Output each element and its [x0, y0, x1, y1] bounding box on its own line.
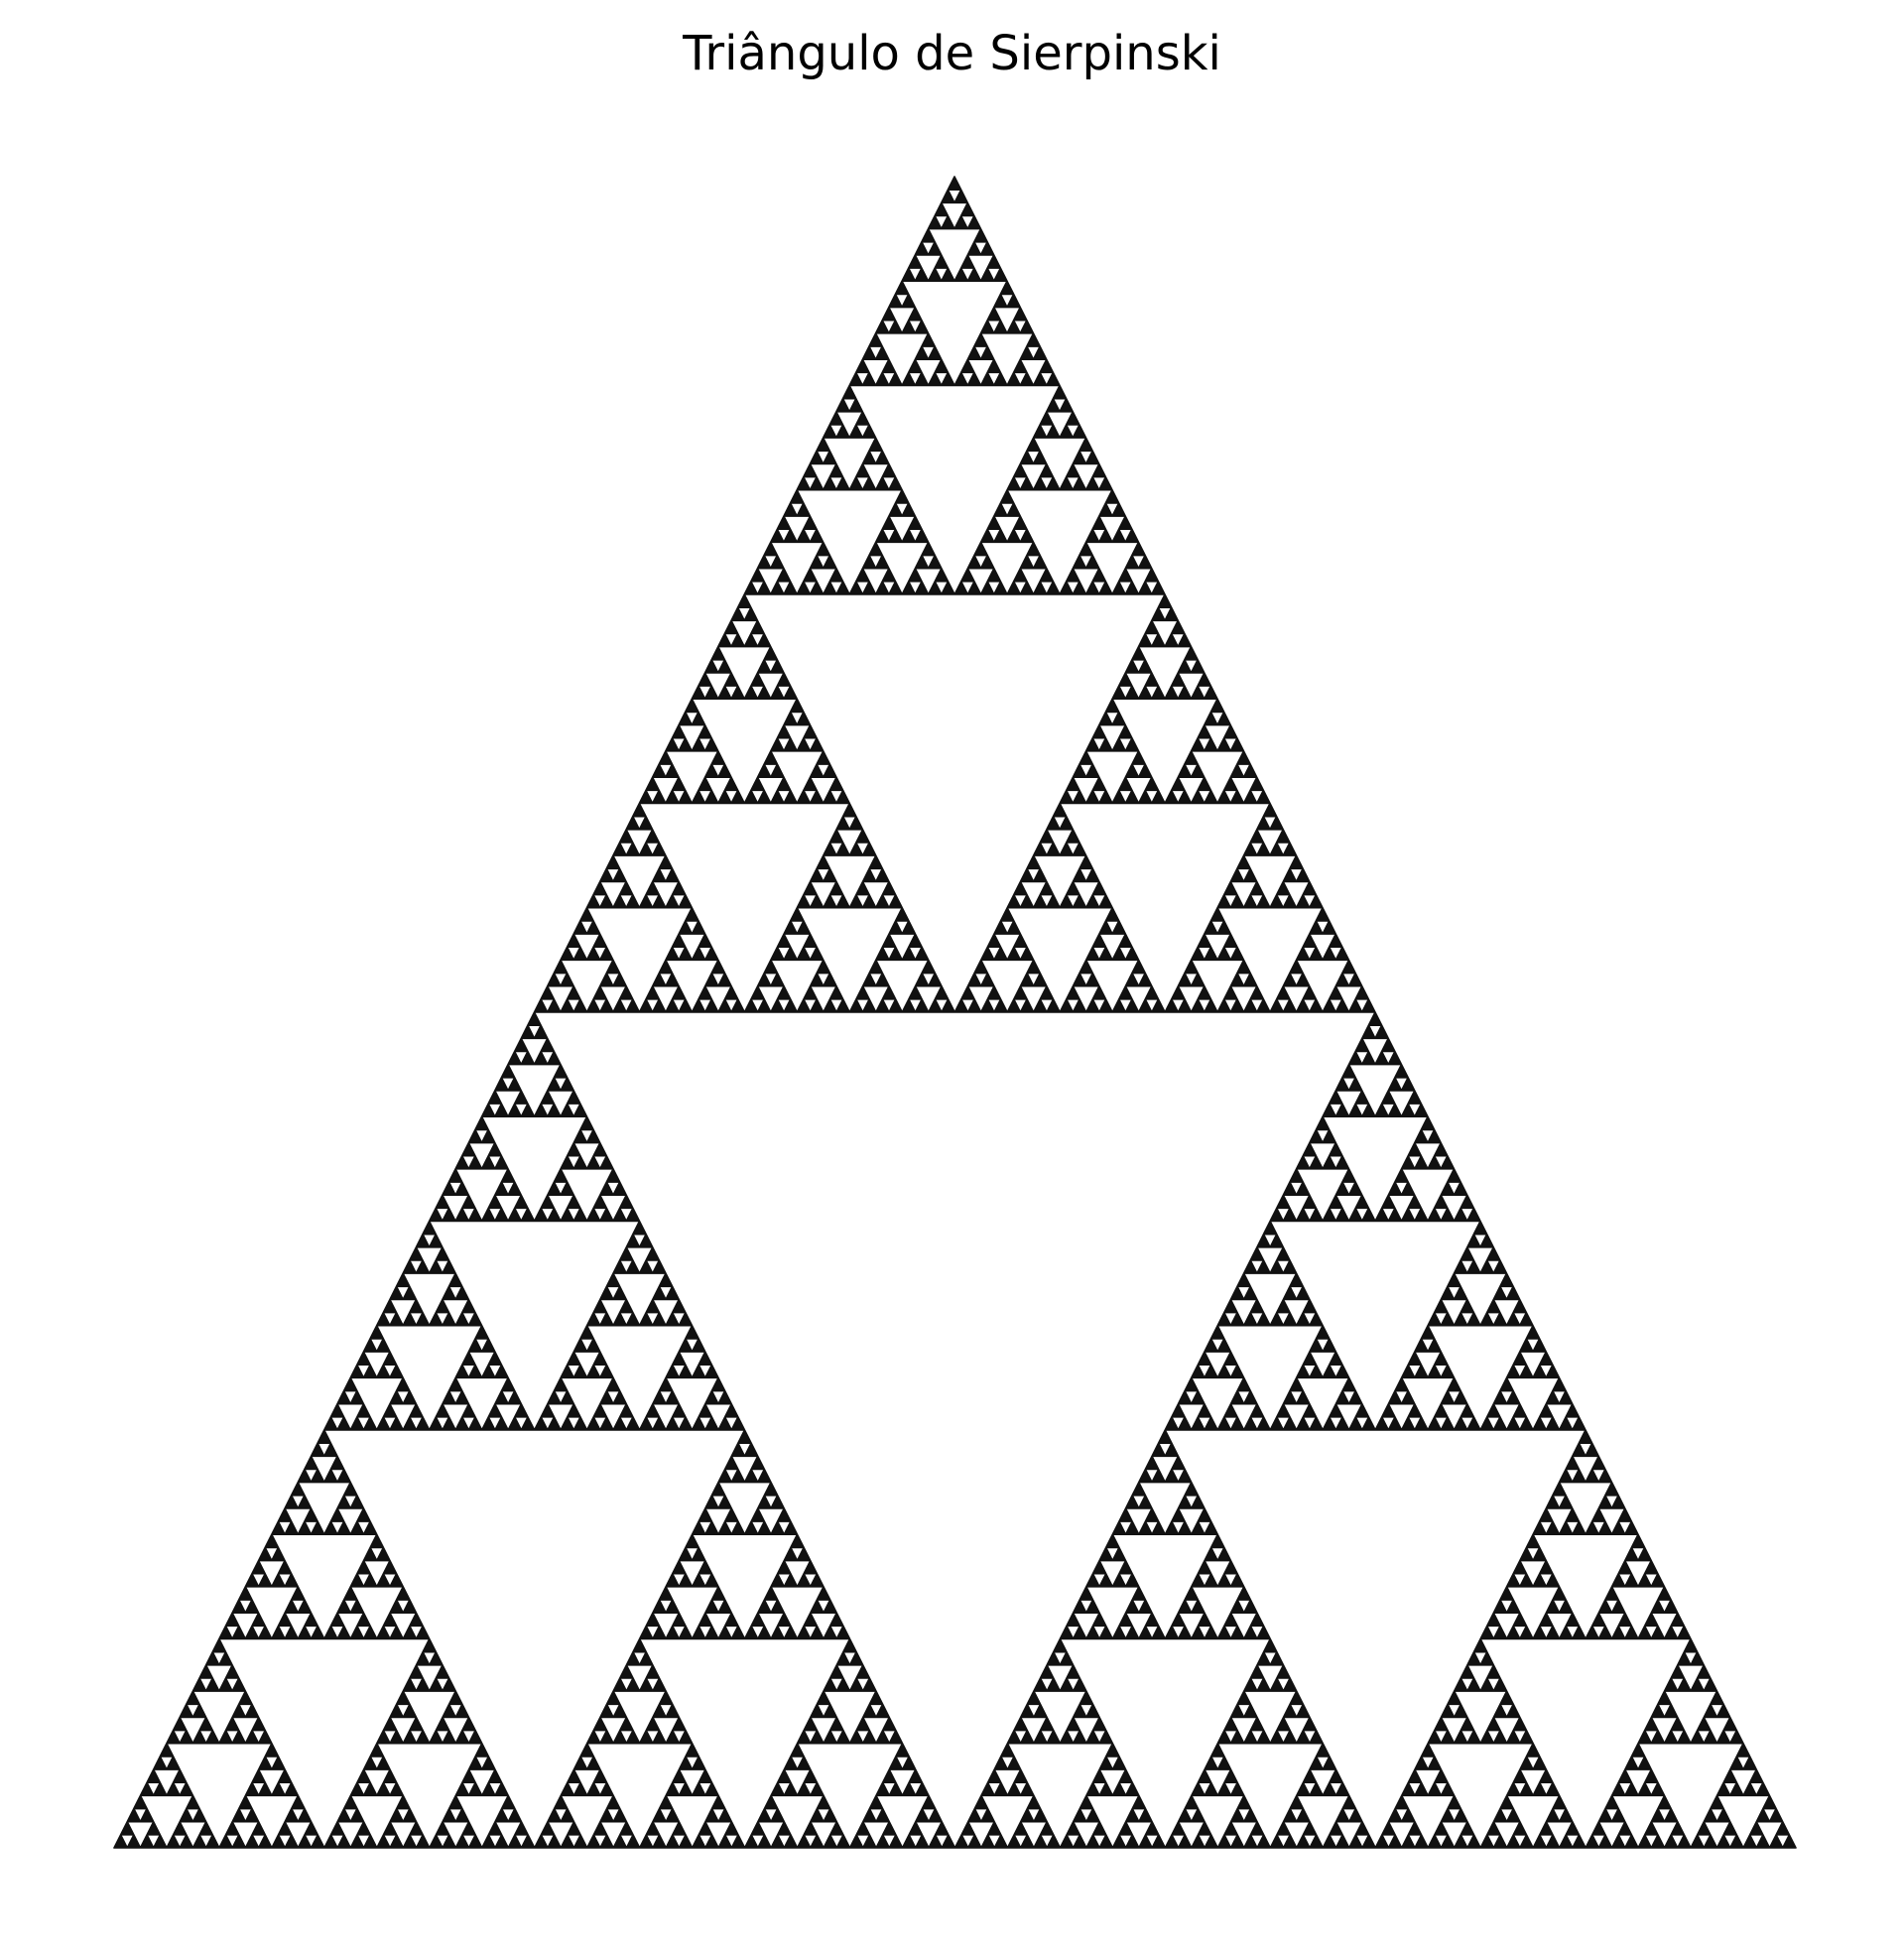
fractal-path	[113, 176, 1797, 1849]
fractal-triangles	[113, 176, 1797, 1849]
figure-title: Triângulo de Sierpinski	[683, 26, 1221, 81]
